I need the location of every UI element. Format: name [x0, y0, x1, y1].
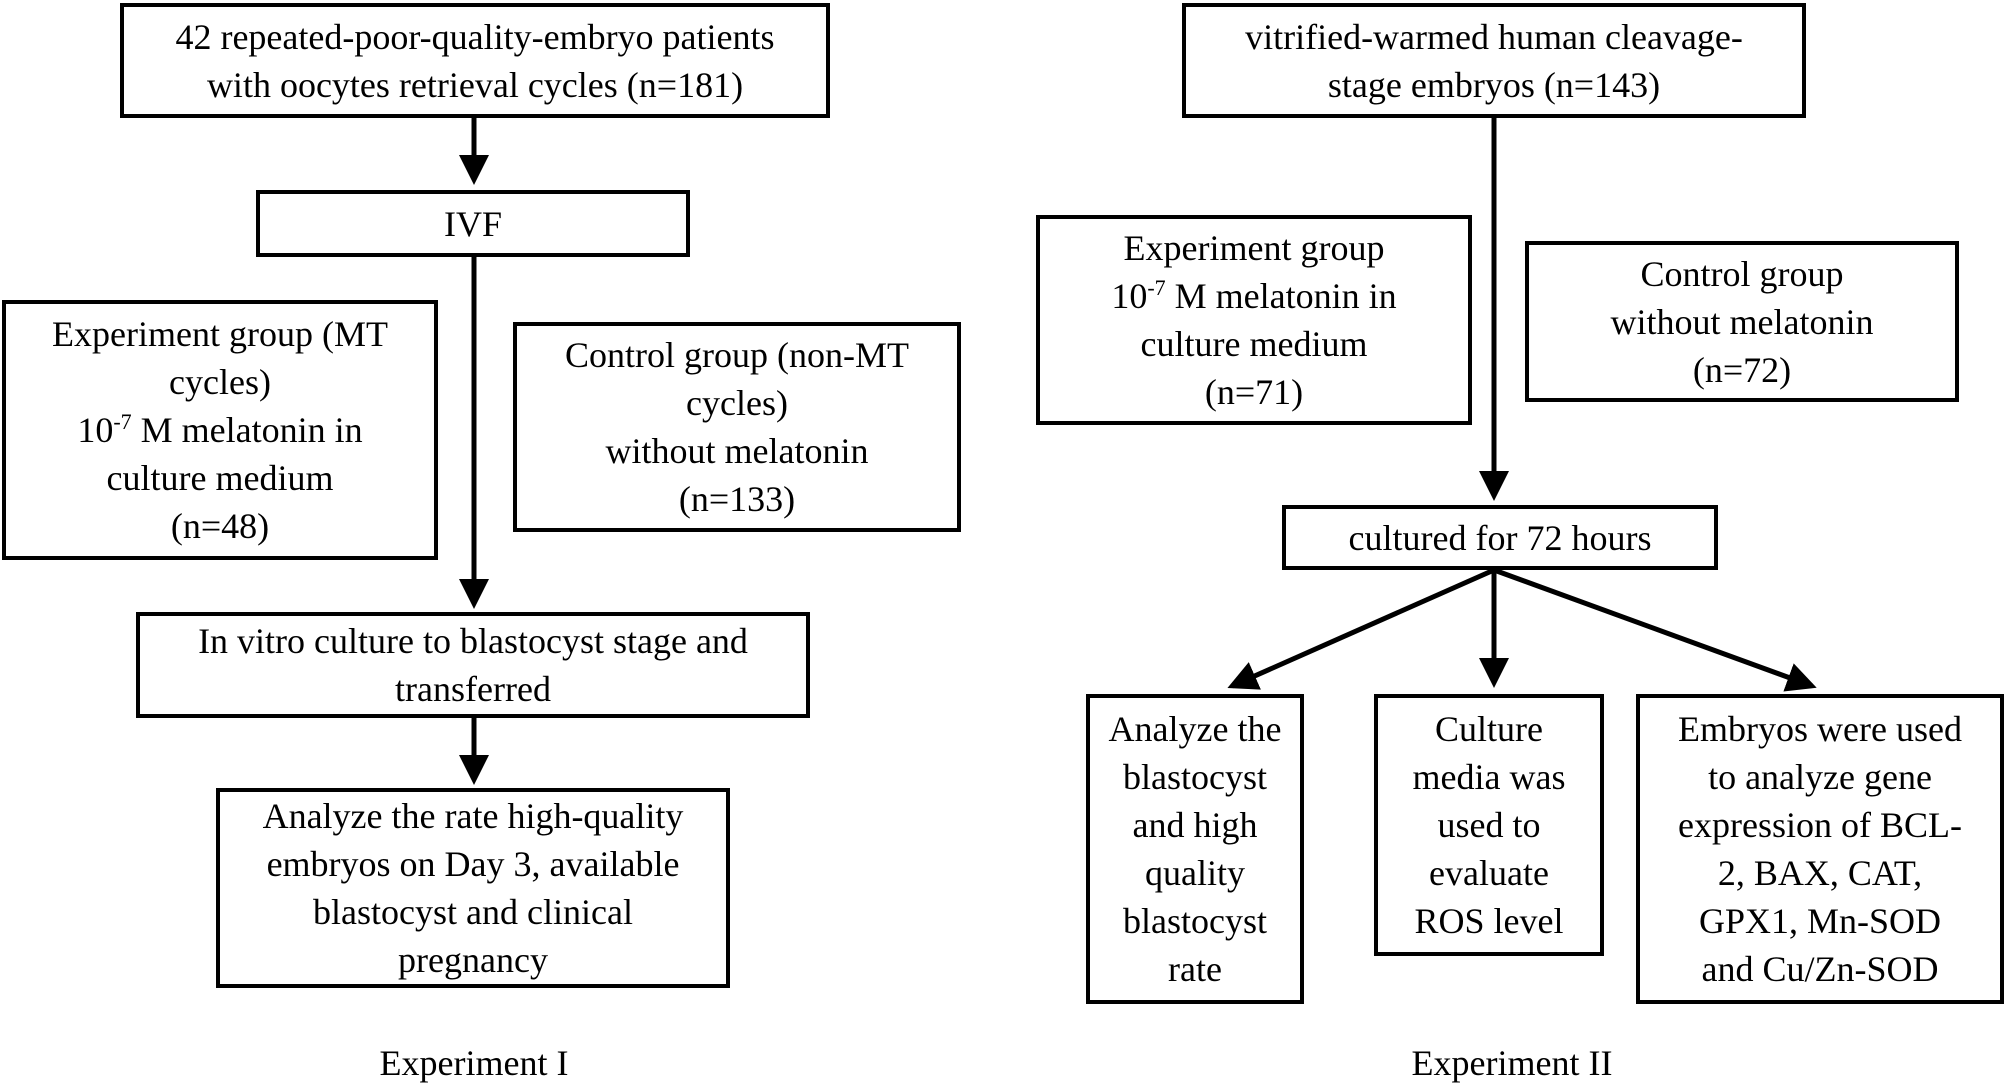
arrow-cultured-to-genes	[1493, 567, 1817, 692]
exp1-culture-box: In vitro culture to blastocyst stage and…	[136, 612, 810, 718]
exp2-control-group-box: Control group without melatonin (n=72)	[1525, 241, 1959, 402]
exp2-outcome-genes-box: Embryos were used to analyze gene expres…	[1636, 694, 2004, 1004]
exp2-caption: Experiment II	[1411, 1043, 1613, 1083]
exp2-experiment-group-box: Experiment group 10-7 M melatonin in cul…	[1036, 215, 1472, 425]
exp2-cultured-box: cultured for 72 hours	[1282, 505, 1718, 570]
exp1-start-box: 42 repeated-poor-quality-embryo patients…	[120, 3, 830, 118]
exp1-ivf-box: IVF	[256, 190, 690, 257]
exp1-control-group-box: Control group (non-MT cycles) without me…	[513, 322, 961, 532]
exp1-analyze-box: Analyze the rate high-quality embryos on…	[216, 788, 730, 988]
exp2-outcome-ros-box: Culture media was used to evaluate ROS l…	[1374, 694, 1604, 956]
exp1-experiment-group-box: Experiment group (MT cycles) 10-7 M mela…	[2, 300, 438, 560]
exp1-dose-line: 10-7 M melatonin in	[77, 409, 363, 450]
exp1-caption: Experiment I	[379, 1043, 569, 1083]
exp2-dose-line: 10-7 M melatonin in	[1111, 275, 1397, 316]
arrow-cultured-to-blastocyst	[1227, 567, 1496, 690]
exp2-outcome-blastocyst-box: Analyze the blastocyst and high quality …	[1086, 694, 1304, 1004]
exp2-start-box: vitrified-warmed human cleavage- stage e…	[1182, 3, 1806, 118]
